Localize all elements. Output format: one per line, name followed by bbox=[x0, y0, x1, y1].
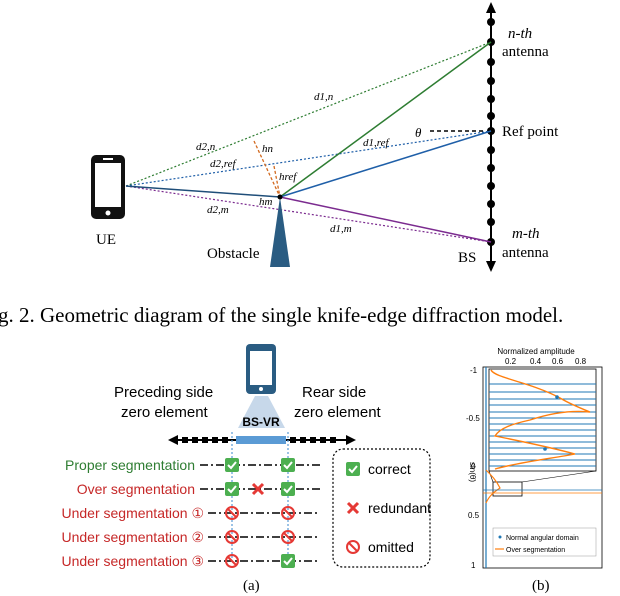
ue-phone-icon bbox=[91, 155, 125, 219]
d2ref-label: d2,ref bbox=[210, 158, 238, 170]
preceding-side-label-2: zero element bbox=[121, 404, 209, 421]
n-antenna-label-1: n-th bbox=[508, 26, 532, 42]
panel-b-legend-1: Normal angular domain bbox=[506, 535, 579, 542]
check-icon bbox=[225, 458, 239, 472]
omitted-icon bbox=[281, 506, 295, 520]
row-lines bbox=[200, 464, 320, 562]
legend-correct-label: correct bbox=[368, 461, 411, 477]
obstacle-shape bbox=[270, 197, 290, 267]
panel-b: Normalized amplitude 0.2 0.4 0.6 0.8 -1 … bbox=[466, 347, 603, 594]
hn-line bbox=[253, 140, 281, 198]
zoom-source-box bbox=[492, 481, 523, 497]
inset-peak-marker bbox=[555, 395, 559, 399]
legend-blue-marker bbox=[498, 535, 502, 539]
panel-b-top-tick-3: 0.8 bbox=[575, 357, 587, 366]
zoom-connector-right bbox=[521, 470, 597, 483]
rear-side-label-2: zero element bbox=[294, 404, 382, 421]
ray-ue-obstacle bbox=[125, 185, 281, 198]
check-icon bbox=[281, 458, 295, 472]
panel-a-array-elements bbox=[182, 437, 336, 443]
panel-b-legend bbox=[492, 527, 597, 557]
panel-a: BS-VR Preceding side zero element Rear s… bbox=[61, 344, 431, 594]
d2m-label: d2,m bbox=[207, 204, 229, 216]
omitted-markers bbox=[225, 506, 295, 568]
d1m-label: d1,m bbox=[330, 223, 352, 235]
panel-a-sublabel: (a) bbox=[243, 578, 260, 594]
d1n-label: d1,n bbox=[314, 91, 334, 103]
theta-label: θ bbox=[415, 125, 422, 140]
inset-orange-curve bbox=[490, 369, 591, 470]
check-icon bbox=[281, 482, 295, 496]
cross-icon bbox=[251, 482, 265, 496]
legend-omitted-icon bbox=[346, 540, 360, 554]
bsvr-segment bbox=[236, 436, 286, 444]
row-label-over: Over segmentation bbox=[77, 481, 195, 497]
panel-b-legend-2: Over segmentation bbox=[506, 547, 565, 554]
hm-label: hm bbox=[259, 196, 273, 208]
hn-label: hn bbox=[262, 143, 274, 155]
zoom-connector-left bbox=[488, 470, 494, 483]
top-diagram: n-th antenna Ref point m-th antenna UE O… bbox=[0, 2, 563, 327]
panel-a-legend-box bbox=[332, 448, 431, 568]
preceding-side-label-1: Preceding side bbox=[114, 384, 213, 401]
row-label-under-3: Under segmentation ③ bbox=[61, 553, 204, 569]
panel-b-left-tick-4: 1 bbox=[471, 561, 476, 570]
figure-caption: g. 2. Geometric diagram of the single kn… bbox=[0, 303, 563, 327]
diffraction-point bbox=[277, 194, 283, 200]
n-antenna-label-2: antenna bbox=[502, 44, 549, 60]
bs-array-arrow-up bbox=[486, 2, 496, 13]
omitted-icon bbox=[225, 506, 239, 520]
panel-b-y-label: sin(θ) bbox=[468, 462, 477, 482]
ue-label: UE bbox=[96, 232, 116, 248]
panel-b-left-tick-2: 0 bbox=[471, 462, 476, 471]
m-antenna-label-2: antenna bbox=[502, 245, 549, 261]
ref-point-label: Ref point bbox=[502, 124, 559, 140]
panel-a-phone-icon bbox=[246, 344, 276, 394]
row-label-proper: Proper segmentation bbox=[65, 457, 195, 473]
ray-obstacle-m bbox=[279, 196, 492, 243]
row-label-under-2: Under segmentation ② bbox=[61, 529, 204, 545]
href-line bbox=[273, 165, 281, 198]
row-label-under-1: Under segmentation ① bbox=[61, 505, 204, 521]
ray-ue-ref-direct bbox=[125, 130, 492, 187]
check-icon bbox=[225, 482, 239, 496]
panel-b-left-tick-0: -1 bbox=[470, 366, 478, 375]
redundant-marker bbox=[251, 482, 265, 496]
legend-omitted-label: omitted bbox=[368, 539, 414, 555]
legend-check-icon bbox=[346, 462, 360, 476]
correct-markers bbox=[225, 458, 295, 568]
panel-b-sublabel: (b) bbox=[532, 578, 550, 594]
d1ref-label: d1,ref bbox=[363, 137, 391, 149]
legend-redundant-label: redundant bbox=[368, 500, 431, 516]
ray-obstacle-ref bbox=[279, 130, 492, 198]
inset-peak-marker bbox=[543, 447, 547, 451]
panel-b-top-tick-1: 0.4 bbox=[530, 357, 542, 366]
rear-side-label-1: Rear side bbox=[302, 384, 366, 401]
check-icon bbox=[281, 554, 295, 568]
panel-a-arrow-right bbox=[346, 435, 356, 445]
omitted-icon bbox=[281, 530, 295, 544]
omitted-icon bbox=[225, 554, 239, 568]
main-orange-spike bbox=[485, 469, 501, 504]
panel-b-top-axis-label: Normalized amplitude bbox=[497, 347, 575, 356]
d2n-label: d2,n bbox=[196, 141, 216, 153]
visibility-beam bbox=[238, 396, 285, 428]
omitted-icon bbox=[225, 530, 239, 544]
panel-b-left-tick-3: 0.5 bbox=[468, 511, 480, 520]
legend-cross-icon bbox=[346, 501, 360, 515]
obstacle-label: Obstacle bbox=[207, 246, 260, 262]
ray-ue-n-direct bbox=[125, 41, 492, 187]
ray-ue-m-direct bbox=[125, 185, 492, 243]
href-label: href bbox=[279, 171, 298, 183]
bsvr-label: BS-VR bbox=[242, 415, 280, 429]
panel-b-top-tick-0: 0.2 bbox=[505, 357, 517, 366]
bs-label: BS bbox=[458, 250, 476, 266]
panel-b-left-tick-1: -0.5 bbox=[466, 414, 480, 423]
panel-b-top-tick-2: 0.6 bbox=[552, 357, 564, 366]
m-antenna-label-1: m-th bbox=[512, 226, 540, 242]
panel-a-arrow-left bbox=[168, 435, 178, 445]
bs-array-arrow-down bbox=[486, 261, 496, 272]
ray-obstacle-n bbox=[279, 41, 492, 198]
